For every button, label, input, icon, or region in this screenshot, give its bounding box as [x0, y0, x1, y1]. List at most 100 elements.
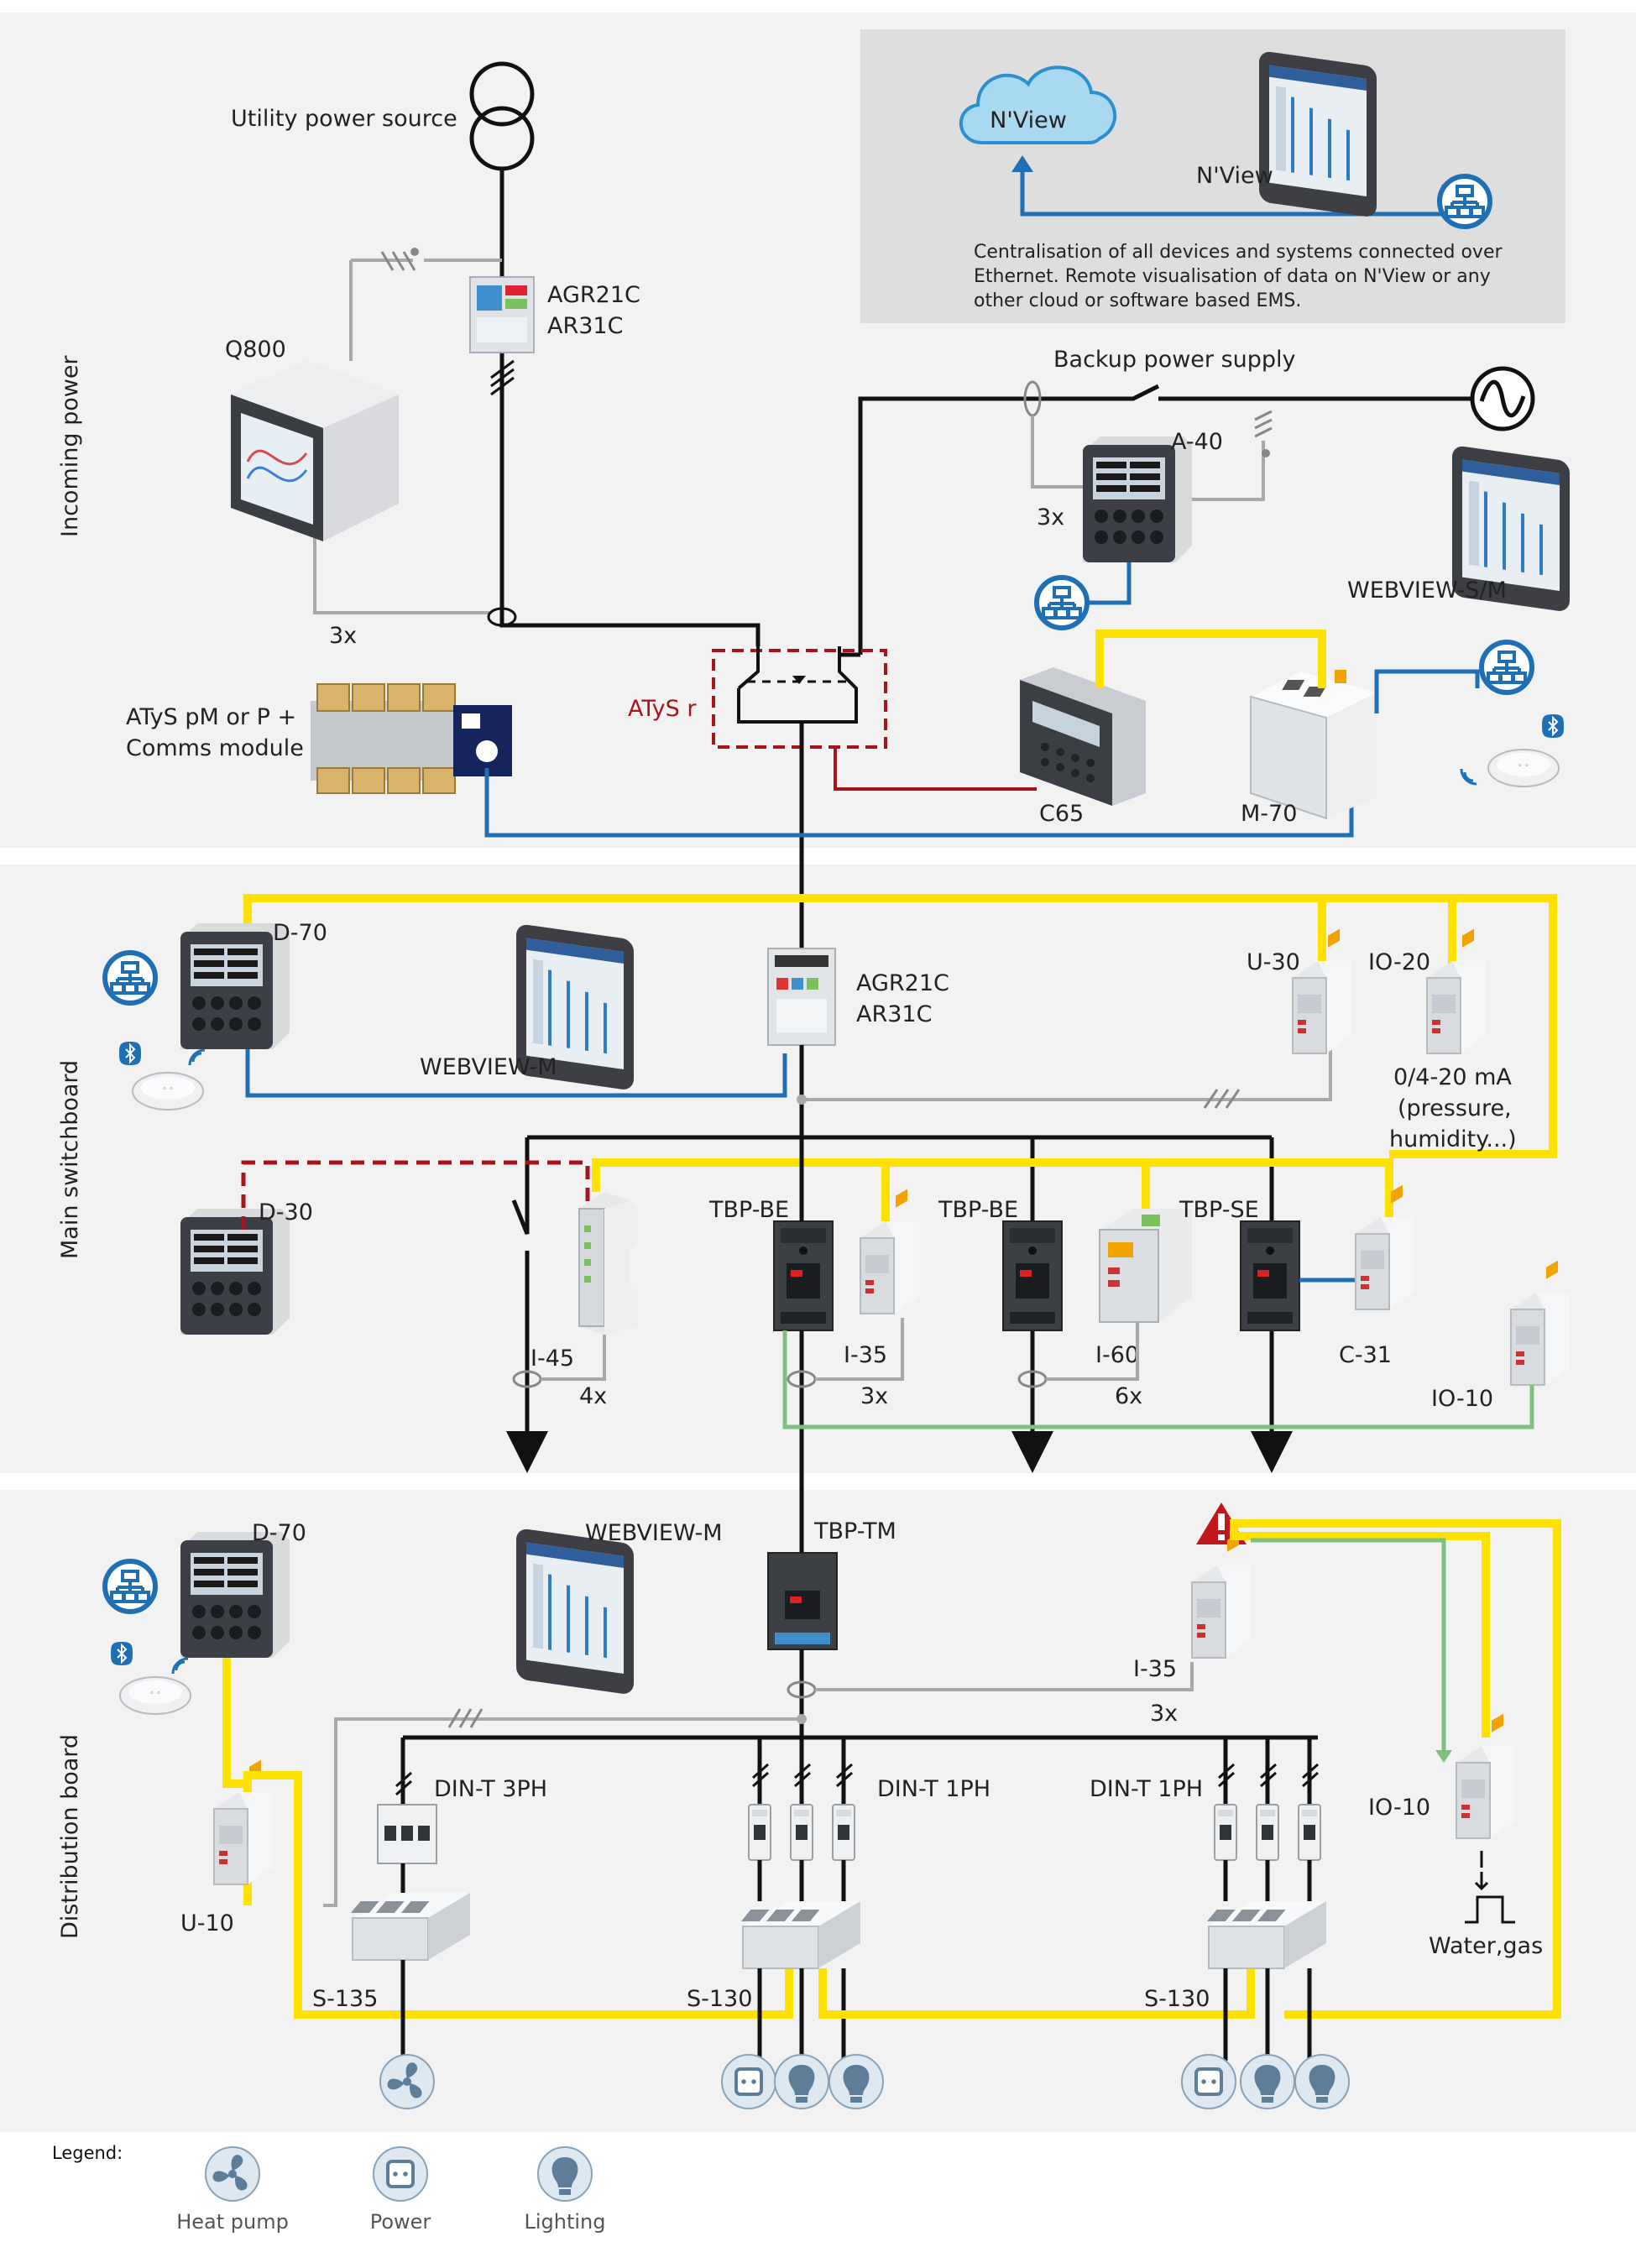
tbp-be-2-device	[1002, 1220, 1063, 1331]
io20-label: IO-20	[1368, 949, 1430, 975]
c31-label: C-31	[1339, 1342, 1392, 1368]
atys-pm-device	[311, 683, 512, 794]
atys-pm-line1: ATyS pM or P +	[126, 704, 296, 730]
legend-lighting-label: Lighting	[524, 2210, 605, 2234]
m70-ethernet-line	[1374, 669, 1480, 713]
agr21c-main-device	[767, 948, 836, 1046]
i35-main-count: 3x	[860, 1383, 888, 1409]
i35-dist-count: 3x	[1150, 1701, 1178, 1727]
network-icon	[1440, 176, 1490, 227]
webview-sm-label: WEBVIEW-S/M	[1347, 577, 1507, 604]
lighting-bulb-icon	[1240, 2054, 1295, 2109]
main-measure-line	[802, 1049, 1332, 1101]
c65-device	[1020, 667, 1146, 806]
nview-tablet	[1257, 49, 1378, 220]
legend-lighting-icon	[537, 2146, 593, 2202]
main-ethernet-line	[245, 1049, 787, 1098]
power-socket-icon	[720, 2053, 777, 2110]
cloud-description-line3: other cloud or software based EMS.	[974, 290, 1301, 311]
agr-top-hatch	[490, 359, 515, 396]
upload-arrow-icon	[1011, 155, 1033, 172]
nview-cloud-label: N'View	[990, 107, 1067, 133]
a40-label: A-40	[1171, 429, 1223, 455]
i45-bus	[592, 1158, 890, 1221]
lighting-bulb-icon	[774, 2054, 829, 2109]
a40-ct-line	[1031, 415, 1083, 489]
pulse-icon	[1465, 1895, 1515, 1924]
tbp-be-1-device	[773, 1220, 834, 1331]
d70-dist-bluetooth-icon	[110, 1641, 133, 1666]
c65-label: C65	[1039, 801, 1084, 827]
m70-wireless-sensor	[1487, 749, 1560, 787]
i45-count: 4x	[579, 1383, 607, 1409]
tbp-be-1-label: TBP-BE	[708, 1197, 789, 1223]
d70-main-wireless-sensor	[132, 1072, 204, 1110]
utility-power-label: Utility power source	[231, 106, 457, 132]
feeder-i45	[514, 1137, 527, 1452]
a40-ethernet-line	[1087, 562, 1132, 605]
m70-network-icon	[1482, 642, 1532, 692]
lighting-bulb-icon	[1294, 2054, 1350, 2109]
d70-dist-network-icon	[105, 1561, 155, 1612]
analog-line2: (pressure,	[1398, 1095, 1512, 1121]
tbp-se-device	[1240, 1220, 1300, 1331]
dint-1ph-b-label: DIN-T 1PH	[1090, 1776, 1203, 1802]
legend-power-icon	[372, 2145, 429, 2203]
m70-device	[1250, 670, 1377, 820]
q800-ct-count: 3x	[329, 623, 357, 649]
io10-dist-label: IO-10	[1368, 1795, 1430, 1821]
generator-icon	[1470, 366, 1535, 431]
legend-heat-pump-icon	[205, 2146, 260, 2202]
m70-bluetooth-icon	[1541, 713, 1565, 739]
agr-top-line2: AR31C	[547, 313, 623, 339]
nview-tablet-label: N'View	[1196, 163, 1273, 189]
tbp-tm-device	[767, 1552, 838, 1650]
dint-3ph-label: DIN-T 3PH	[434, 1776, 547, 1802]
webview-m-dist-tablet	[515, 1526, 635, 1697]
lighting-bulb-icon	[828, 2054, 884, 2109]
i35-main-label: I-35	[844, 1342, 887, 1368]
dint-1ph-b-group	[1214, 1738, 1321, 1901]
legend-power-label: Power	[370, 2210, 431, 2234]
q800-label: Q800	[225, 337, 286, 363]
a40-network-icon	[1037, 577, 1087, 628]
atys-switch-symbol	[737, 646, 858, 724]
atys-pm-ethernet-line	[484, 768, 1354, 838]
legend-heat-pump-label: Heat pump	[176, 2210, 289, 2234]
legend-title: Legend:	[52, 2143, 123, 2163]
q800-hatch	[380, 251, 416, 271]
webview-m-dist-label: WEBVIEW-M	[585, 1520, 723, 1546]
atys-r-label: ATyS r	[628, 696, 697, 722]
a40-ct-count: 3x	[1037, 504, 1064, 530]
agr-main-line2: AR31C	[856, 1001, 932, 1027]
dist-measure-line	[323, 1717, 802, 1907]
a40-device	[1083, 436, 1192, 562]
main-power-line	[499, 168, 761, 646]
dist-alert-green-line	[1251, 1538, 1446, 1758]
section-title-distribution: Distribution board	[57, 1734, 83, 1939]
cloud-description-line1: Centralisation of all devices and system…	[974, 242, 1503, 263]
i60-count: 6x	[1115, 1383, 1142, 1409]
analog-line3: humidity...)	[1389, 1126, 1517, 1152]
agr-main-line1: AGR21C	[856, 970, 949, 996]
io10-main-label: IO-10	[1431, 1386, 1493, 1412]
q800-ct-line	[313, 512, 489, 614]
ct-ring	[487, 607, 517, 627]
d70-main-label: D-70	[273, 920, 327, 946]
s135-label: S-135	[312, 1986, 378, 2012]
u30-label: U-30	[1247, 949, 1300, 975]
u10-label: U-10	[180, 1910, 234, 1936]
d70-main-network-icon	[105, 953, 155, 1003]
water-gas-label: Water,gas	[1429, 1933, 1543, 1959]
d30-label: D-30	[259, 1199, 313, 1225]
dint-1ph-a-group	[748, 1738, 855, 1901]
i45-label: I-45	[531, 1346, 574, 1372]
agr21c-top-device	[469, 276, 535, 353]
nview-cloud: N'View	[959, 65, 1116, 144]
agr-top-line1: AGR21C	[547, 282, 640, 308]
i60-device	[1099, 1209, 1192, 1323]
tbp-be-2-label: TBP-BE	[938, 1197, 1018, 1223]
d70-dist-device	[180, 1532, 290, 1658]
dint-3ph-device	[377, 1804, 437, 1864]
